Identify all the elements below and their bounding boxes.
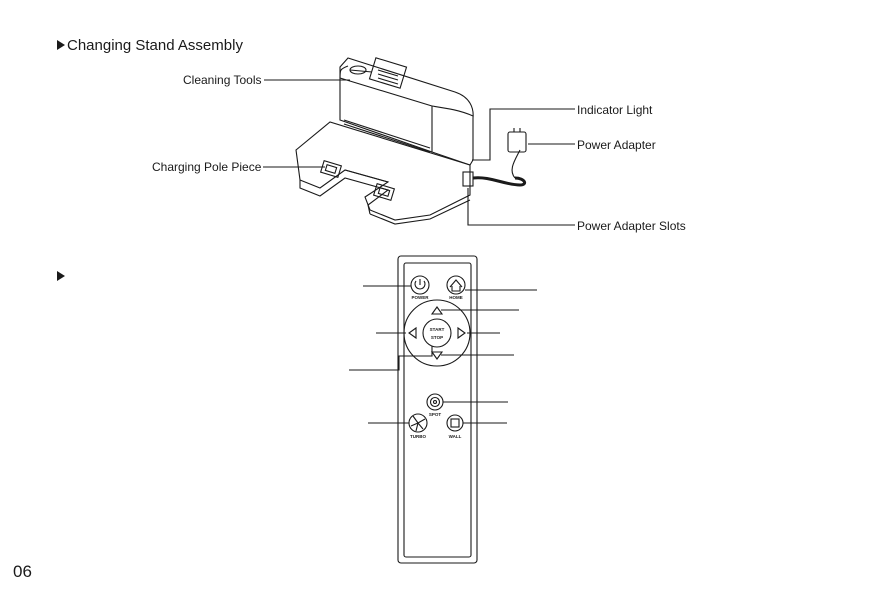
label-power-adapter: Power Adapter bbox=[577, 138, 656, 152]
home-button-label: HOME bbox=[449, 295, 463, 300]
arrow-right-icon bbox=[457, 326, 466, 340]
label-cleaning-tools: Cleaning Tools bbox=[183, 73, 262, 87]
stop-button-label: STOP bbox=[431, 335, 443, 340]
arrow-left-icon bbox=[408, 326, 417, 340]
section2-bullet-icon bbox=[57, 271, 65, 281]
turbo-button-label: TURBO bbox=[410, 434, 426, 439]
remote-outer bbox=[397, 255, 478, 564]
section-title: Changing Stand Assembly bbox=[67, 37, 243, 54]
label-power-adapter-slots: Power Adapter Slots bbox=[577, 219, 686, 233]
wall-button-label: WALL bbox=[449, 434, 462, 439]
start-button-label: START bbox=[430, 327, 445, 332]
adapter-slot bbox=[462, 171, 474, 187]
adapter-cable bbox=[472, 176, 527, 187]
charging-stand-illustration bbox=[263, 57, 575, 226]
charging-pole-left bbox=[319, 159, 343, 179]
charging-pole-right bbox=[372, 182, 396, 202]
spot-button-label: SPOT bbox=[429, 412, 442, 417]
page-number: 06 bbox=[13, 562, 32, 581]
label-indicator-light: Indicator Light bbox=[577, 103, 653, 117]
home-button-icon bbox=[446, 275, 466, 295]
start-stop-button bbox=[422, 318, 452, 348]
power-button-label: POWER bbox=[411, 295, 429, 300]
section-bullet-icon bbox=[57, 40, 65, 50]
wall-button-icon bbox=[446, 414, 464, 432]
arrow-down-icon bbox=[430, 351, 444, 360]
cleaning-tool-slot bbox=[368, 57, 408, 89]
arrow-up-icon bbox=[430, 306, 444, 315]
power-adapter-body bbox=[507, 131, 527, 153]
remote-control-illustration: POWER HOME START STOP SPOT TURBO WALL bbox=[349, 255, 537, 564]
power-button-icon bbox=[410, 275, 430, 295]
label-charging-pole-piece: Charging Pole Piece bbox=[152, 160, 262, 174]
remote-inner bbox=[403, 262, 472, 558]
spot-button-icon bbox=[426, 393, 444, 411]
